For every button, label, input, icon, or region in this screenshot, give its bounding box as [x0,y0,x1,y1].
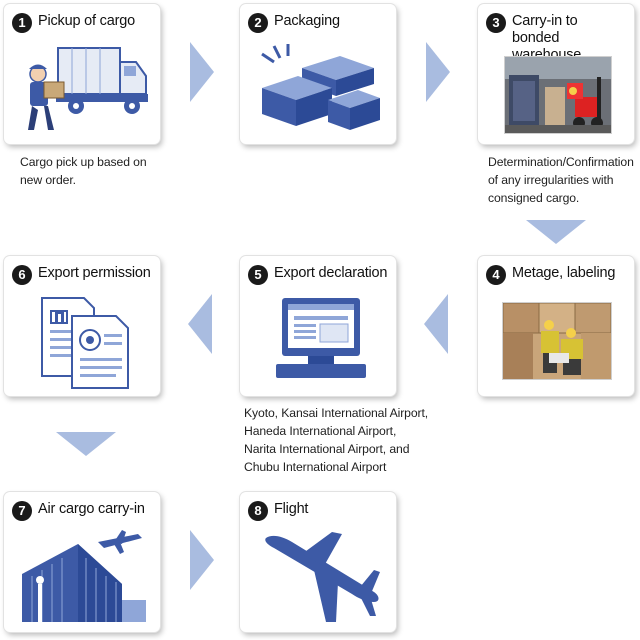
boxes-icon [261,44,380,130]
note-declaration-line: Kyoto, Kansai International Airport, [244,406,429,420]
step-7-card: 7 Air cargo carry-in [4,492,160,632]
note-pickup-line: new order. [20,173,76,187]
step-2-number: 2 [248,13,268,33]
note-warehouse-line: of any irregularities with [488,173,614,187]
step-4-card: 4 Metage, labeling [478,256,634,396]
arrow-step5-to-step6 [188,294,212,354]
step-8-number: 8 [248,501,268,521]
step-1-header: 1 Pickup of cargo [12,13,156,33]
step-8-header: 8 Flight [248,501,392,521]
note-warehouse-line: Determination/Confirmation [488,155,634,169]
step-6-number: 6 [12,265,32,285]
step-4-title: Metage, labeling [512,265,616,281]
note-pickup-line: Cargo pick up based on [20,155,147,169]
step-3-card: 3 Carry-in to bonded warehouse [478,4,634,144]
step-8-title: Flight [274,501,309,517]
note-declaration: Kyoto, Kansai International Airport, Han… [244,404,428,476]
step-2-header: 2 Packaging [248,13,392,33]
step-6-title: Export permission [38,265,151,281]
step-4-number: 4 [486,265,506,285]
step-5-card: 5 Export declaration [240,256,396,396]
documents-icon [41,297,129,389]
truck-worker-icon [28,47,148,130]
step-5-number: 5 [248,265,268,285]
arrow-step1-to-step2 [190,42,214,102]
note-declaration-line: Haneda International Airport, [244,424,397,438]
step-2-title: Packaging [274,13,340,29]
step-7-title: Air cargo carry-in [38,501,145,517]
note-declaration-line: Chubu International Airport [244,460,387,474]
step-1-number: 1 [12,13,32,33]
step-2-card: 2 Packaging [240,4,396,144]
step-7-number: 7 [12,501,32,521]
note-warehouse: Determination/Confirmation of any irregu… [488,153,634,207]
airplane-icon [265,532,380,622]
step-1-card: 1 Pickup of cargo [4,4,160,144]
step-3-header: 3 Carry-in to bonded warehouse [486,13,630,64]
note-warehouse-line: consigned cargo. [488,191,580,205]
computer-monitor-icon [276,298,366,378]
step-3-title-line1: Carry-in to [512,13,578,29]
step-1-title: Pickup of cargo [38,13,135,29]
step-5-header: 5 Export declaration [248,265,392,285]
step-5-title: Export declaration [274,265,388,281]
note-pickup: Cargo pick up based on new order. [20,153,147,189]
arrow-step2-to-step3 [426,42,450,102]
arrow-step6-to-step7 [56,432,116,456]
arrow-step7-to-step8 [190,530,214,590]
step-7-header: 7 Air cargo carry-in [12,501,156,521]
forklift-warehouse-photo [504,56,612,134]
step-6-header: 6 Export permission [12,265,156,285]
arrow-step4-to-step5 [424,294,448,354]
step-4-header: 4 Metage, labeling [486,265,630,285]
workers-labeling-photo [502,302,612,380]
note-declaration-line: Narita International Airport, and [244,442,410,456]
airport-building-icon [22,530,146,622]
step-3-number: 3 [486,13,506,33]
step-8-card: 8 Flight [240,492,396,632]
step-6-card: 6 Export permission [4,256,160,396]
arrow-step3-to-step4 [526,220,586,244]
